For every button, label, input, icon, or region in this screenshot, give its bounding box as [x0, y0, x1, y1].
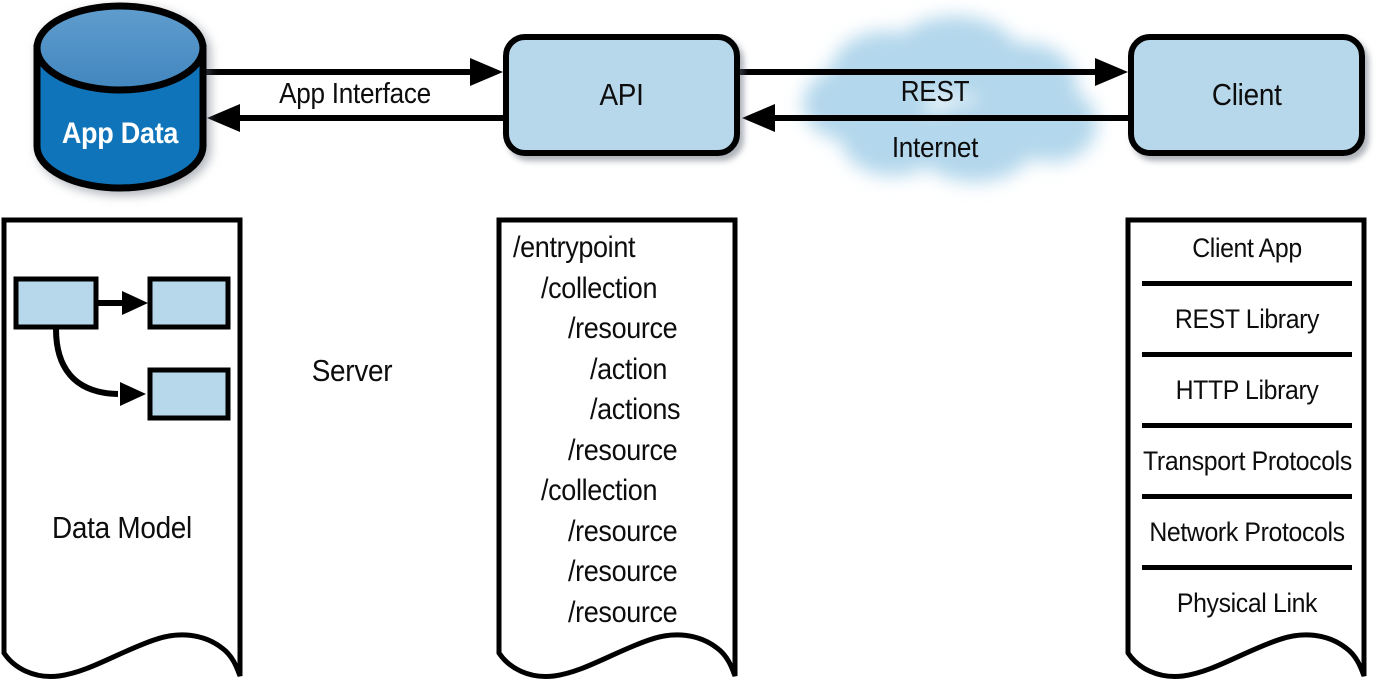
data-model-flowchart: [13, 276, 231, 421]
endpoint-item: /actions: [590, 393, 681, 426]
rest-edge-label: REST: [900, 76, 970, 108]
app-data-cylinder: [33, 2, 207, 192]
data-model-panel: [1, 217, 243, 679]
arrow-api-to-appdata: [207, 104, 503, 132]
server-label: Server: [311, 353, 393, 388]
endpoint-item: /entrypoint: [513, 231, 636, 264]
stack-layer-client-app: Client App: [1192, 233, 1302, 263]
internet-cloud-icon: [803, 16, 1097, 182]
arrow-client-to-api: [742, 104, 1128, 132]
arrow-appdata-to-api: [205, 58, 503, 86]
endpoint-item: /resource: [568, 514, 678, 548]
endpoints-panel: [496, 217, 738, 679]
internet-edge-label: Internet: [891, 132, 979, 164]
endpoint-item: /action: [590, 352, 668, 386]
api-node: API: [503, 34, 740, 156]
client-node-label: Client: [1211, 77, 1282, 112]
endpoint-item: /collection: [541, 271, 658, 305]
stack-layer-network-protocols: Network Protocols: [1149, 517, 1345, 547]
endpoint-item: /resource: [568, 555, 678, 588]
client-node: Client: [1128, 34, 1365, 156]
client-stack-panel: [1125, 217, 1367, 679]
api-node-label: API: [599, 77, 644, 112]
stack-layer-physical-link: Physical Link: [1176, 588, 1318, 618]
app-data-label: App Data: [61, 117, 179, 150]
stack-layer-rest-library: REST Library: [1174, 304, 1320, 334]
endpoint-item: /resource: [568, 433, 678, 467]
arrow-api-to-client: [740, 58, 1128, 86]
endpoint-item: /resource: [568, 312, 678, 345]
data-model-caption: Data Model: [52, 510, 192, 545]
panel-outlines: [1, 217, 1367, 679]
app-interface-edge-label: App Interface: [279, 78, 431, 110]
stack-separators: [1142, 281, 1352, 570]
stack-layer-transport-protocols: Transport Protocols: [1143, 446, 1352, 476]
endpoint-item: /collection: [541, 474, 658, 507]
stack-layer-http-library: HTTP Library: [1175, 375, 1319, 405]
endpoint-item: /resource: [568, 595, 678, 629]
